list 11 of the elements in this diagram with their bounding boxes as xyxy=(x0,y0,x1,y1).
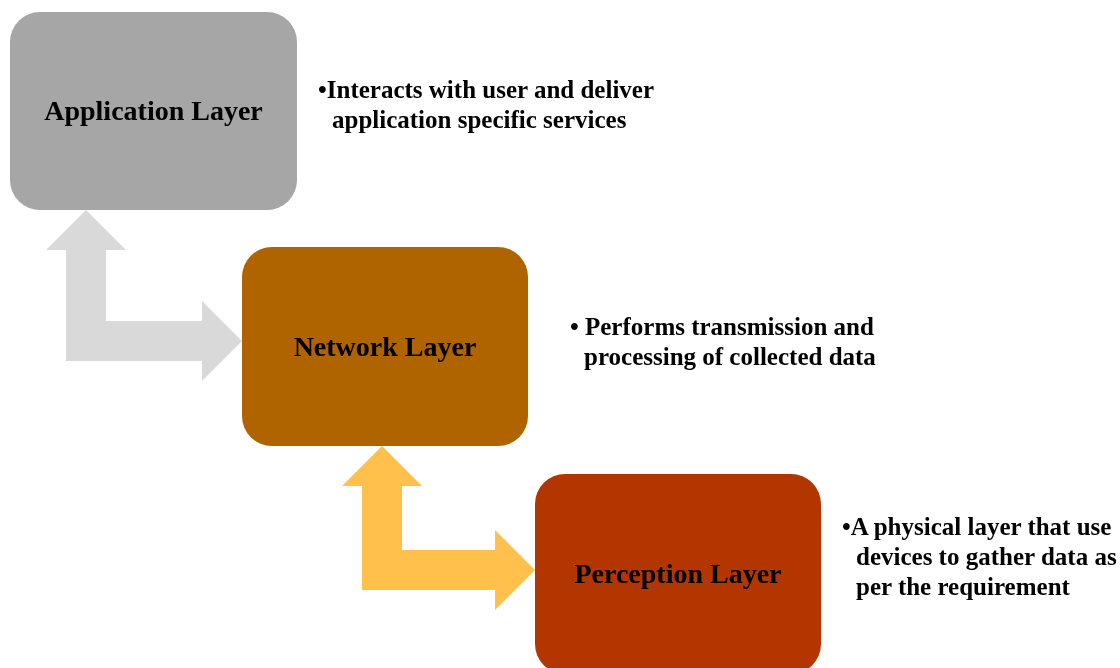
layer-box xyxy=(535,474,821,668)
bent-double-arrow xyxy=(342,446,535,610)
bullet-text: •A physical layer that use devices to gather data as per the requirement xyxy=(842,512,1118,602)
layer-box xyxy=(10,12,297,210)
layer-title: Network Layer xyxy=(293,330,477,363)
bullet-text: •Interacts with user and deliver application specific services xyxy=(318,75,655,135)
bent-double-arrow xyxy=(46,210,242,381)
layer-title: Application Layer xyxy=(44,95,263,127)
layer-title: Perception Layer xyxy=(574,558,782,590)
bullet-text: • Performs transmission and processing of collected data xyxy=(570,312,877,372)
layer-box xyxy=(242,247,528,446)
